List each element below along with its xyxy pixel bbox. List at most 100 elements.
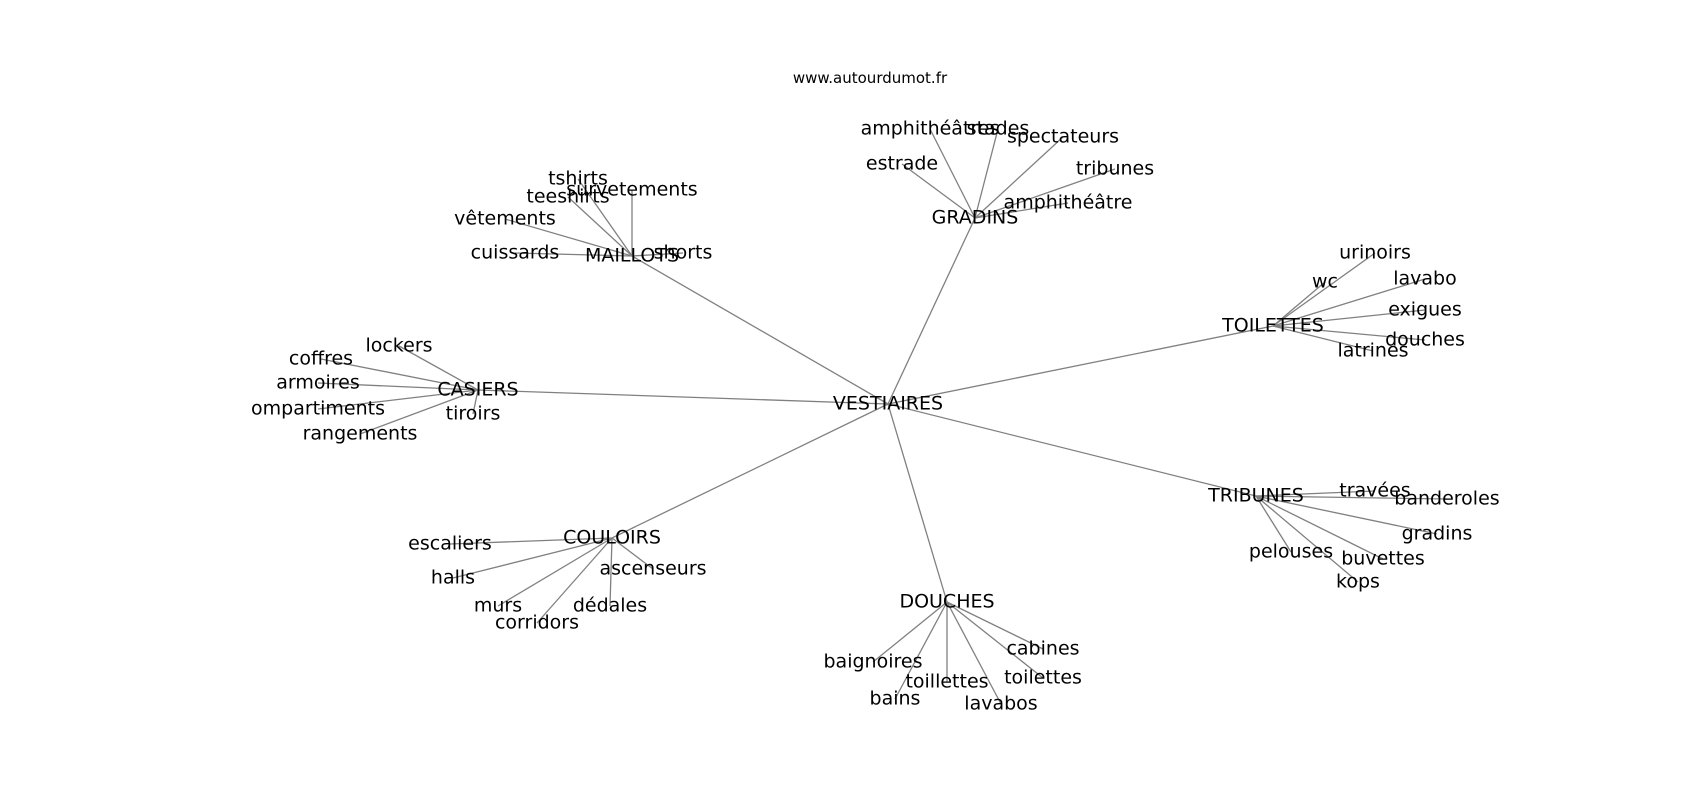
leaf-label: wc: [1312, 271, 1338, 293]
root-label: VESTIAIRES: [833, 393, 943, 415]
leaf-label: coffres: [289, 348, 353, 370]
edge-casiers-leaf: [317, 389, 479, 410]
edge-root-to-couloirs: [611, 403, 889, 539]
leaf-label: survetements: [566, 179, 697, 201]
source-label: www.autourdumot.fr: [793, 69, 948, 87]
edge-maillots-leaf: [567, 196, 633, 257]
hub-label-tribunes: TRIBUNES: [1207, 485, 1304, 507]
edge-douches-leaf: [894, 601, 948, 700]
edge-root-to-maillots: [631, 255, 889, 405]
leaf-label: lavabos: [964, 693, 1037, 715]
leaf-label: gradins: [1402, 523, 1473, 545]
edge-toilettes-leaf: [1272, 325, 1426, 341]
edge-root-to-toilettes: [887, 325, 1274, 405]
edge-casiers-leaf: [320, 358, 479, 391]
edge-douches-leaf: [946, 601, 1002, 705]
edge-tribunes-leaf: [1255, 495, 1448, 500]
leaf-label: ompartiments: [251, 398, 385, 420]
leaf-label: estrade: [866, 153, 938, 175]
edge-douches-leaf: [946, 601, 1044, 679]
leaf-label: halls: [431, 567, 475, 589]
leaf-label: banderoles: [1394, 488, 1499, 510]
leaf-label: armoires: [276, 372, 360, 394]
edge-couloirs-leaf: [449, 537, 613, 545]
edge-couloirs-leaf: [609, 537, 613, 607]
leaf-label: murs: [474, 595, 522, 617]
edge-toilettes-leaf: [1272, 278, 1426, 327]
edge-casiers-leaf: [359, 389, 479, 435]
leaf-label: corridors: [495, 612, 579, 634]
edge-couloirs-leaf: [611, 537, 654, 570]
leaf-label: teeshirts: [526, 186, 609, 208]
edge-gradins-leaf: [974, 168, 1116, 219]
leaf-label: spectateurs: [1007, 126, 1119, 148]
leaf-label: vêtements: [454, 208, 556, 230]
leaf-label: amphithéâtre: [1004, 192, 1133, 214]
edge-gradins-leaf: [901, 163, 976, 219]
leaf-label: amphithéâtres: [861, 118, 1000, 140]
edge-couloirs-leaf: [452, 537, 613, 579]
hub-label-couloirs: COULOIRS: [563, 527, 661, 549]
edge-douches-leaf: [872, 601, 948, 663]
leaf-label: travées: [1339, 480, 1410, 502]
edge-toilettes-leaf: [1272, 252, 1376, 327]
leaf-label: cabines: [1006, 638, 1079, 660]
edge-tribunes-leaf: [1255, 490, 1376, 497]
leaf-label: ascenseurs: [599, 558, 706, 580]
edge-maillots-leaf: [514, 252, 633, 257]
edge-tribunes-leaf: [1255, 495, 1359, 583]
graph-labels: www.autourdumot.fr tshirtsteeshirtssurve…: [251, 69, 1500, 715]
edge-toilettes-leaf: [1272, 309, 1426, 327]
edge-maillots-leaf: [577, 178, 633, 257]
leaf-label: urinoirs: [1339, 242, 1411, 264]
edge-casiers-leaf: [472, 389, 479, 415]
edge-casiers-leaf: [317, 382, 479, 391]
edge-maillots-leaf: [631, 252, 684, 257]
leaf-label: toilettes: [1004, 667, 1082, 689]
edge-gradins-leaf: [974, 128, 999, 219]
leaf-label: tribunes: [1076, 158, 1154, 180]
edge-couloirs-leaf: [497, 537, 613, 607]
edge-root-to-casiers: [477, 389, 889, 405]
leaf-label: toillettes: [905, 671, 988, 693]
leaf-label: buvettes: [1341, 548, 1425, 570]
hub-label-toilettes: TOILETTES: [1221, 315, 1324, 337]
leaf-label: shorts: [654, 242, 713, 264]
hub-label-gradins: GRADINS: [932, 207, 1019, 229]
edge-maillots-leaf: [504, 218, 633, 257]
leaf-label: rangements: [303, 423, 418, 445]
leaf-label: dédales: [573, 595, 647, 617]
leaf-label: pelouses: [1249, 541, 1333, 563]
leaf-label: stades: [967, 118, 1030, 140]
edge-toilettes-leaf: [1272, 325, 1374, 352]
leaf-label: tiroirs: [446, 403, 501, 425]
edge-couloirs-leaf: [536, 537, 613, 624]
leaf-label: escaliers: [408, 533, 492, 555]
leaf-label: latrines: [1337, 340, 1408, 362]
hub-label-maillots: MAILLOTS: [585, 245, 679, 267]
graph-edges: [317, 128, 1448, 705]
leaf-label: kops: [1336, 571, 1380, 593]
edge-gradins-leaf: [974, 136, 1064, 219]
edge-douches-leaf: [946, 601, 1044, 650]
leaf-label: bains: [870, 688, 921, 710]
edge-gradins-leaf: [974, 202, 1069, 219]
edge-tribunes-leaf: [1255, 495, 1438, 535]
edge-tribunes-leaf: [1255, 495, 1384, 560]
leaf-label: lockers: [365, 335, 432, 357]
leaf-label: cuissards: [471, 242, 560, 264]
leaf-label: douches: [1385, 329, 1465, 351]
leaf-label: exigues: [1388, 299, 1462, 321]
edge-root-to-gradins: [887, 217, 976, 405]
edge-tribunes-leaf: [1255, 495, 1292, 553]
edge-casiers-leaf: [398, 345, 479, 391]
edge-gradins-leaf: [929, 128, 976, 219]
edge-root-to-douches: [887, 403, 948, 603]
hub-label-casiers: CASIERS: [437, 379, 518, 401]
leaf-label: baignoires: [824, 651, 923, 673]
leaf-label: lavabo: [1393, 268, 1457, 290]
edge-toilettes-leaf: [1272, 281, 1326, 327]
leaf-label: tshirts: [548, 168, 608, 190]
hub-label-douches: DOUCHES: [899, 591, 994, 613]
